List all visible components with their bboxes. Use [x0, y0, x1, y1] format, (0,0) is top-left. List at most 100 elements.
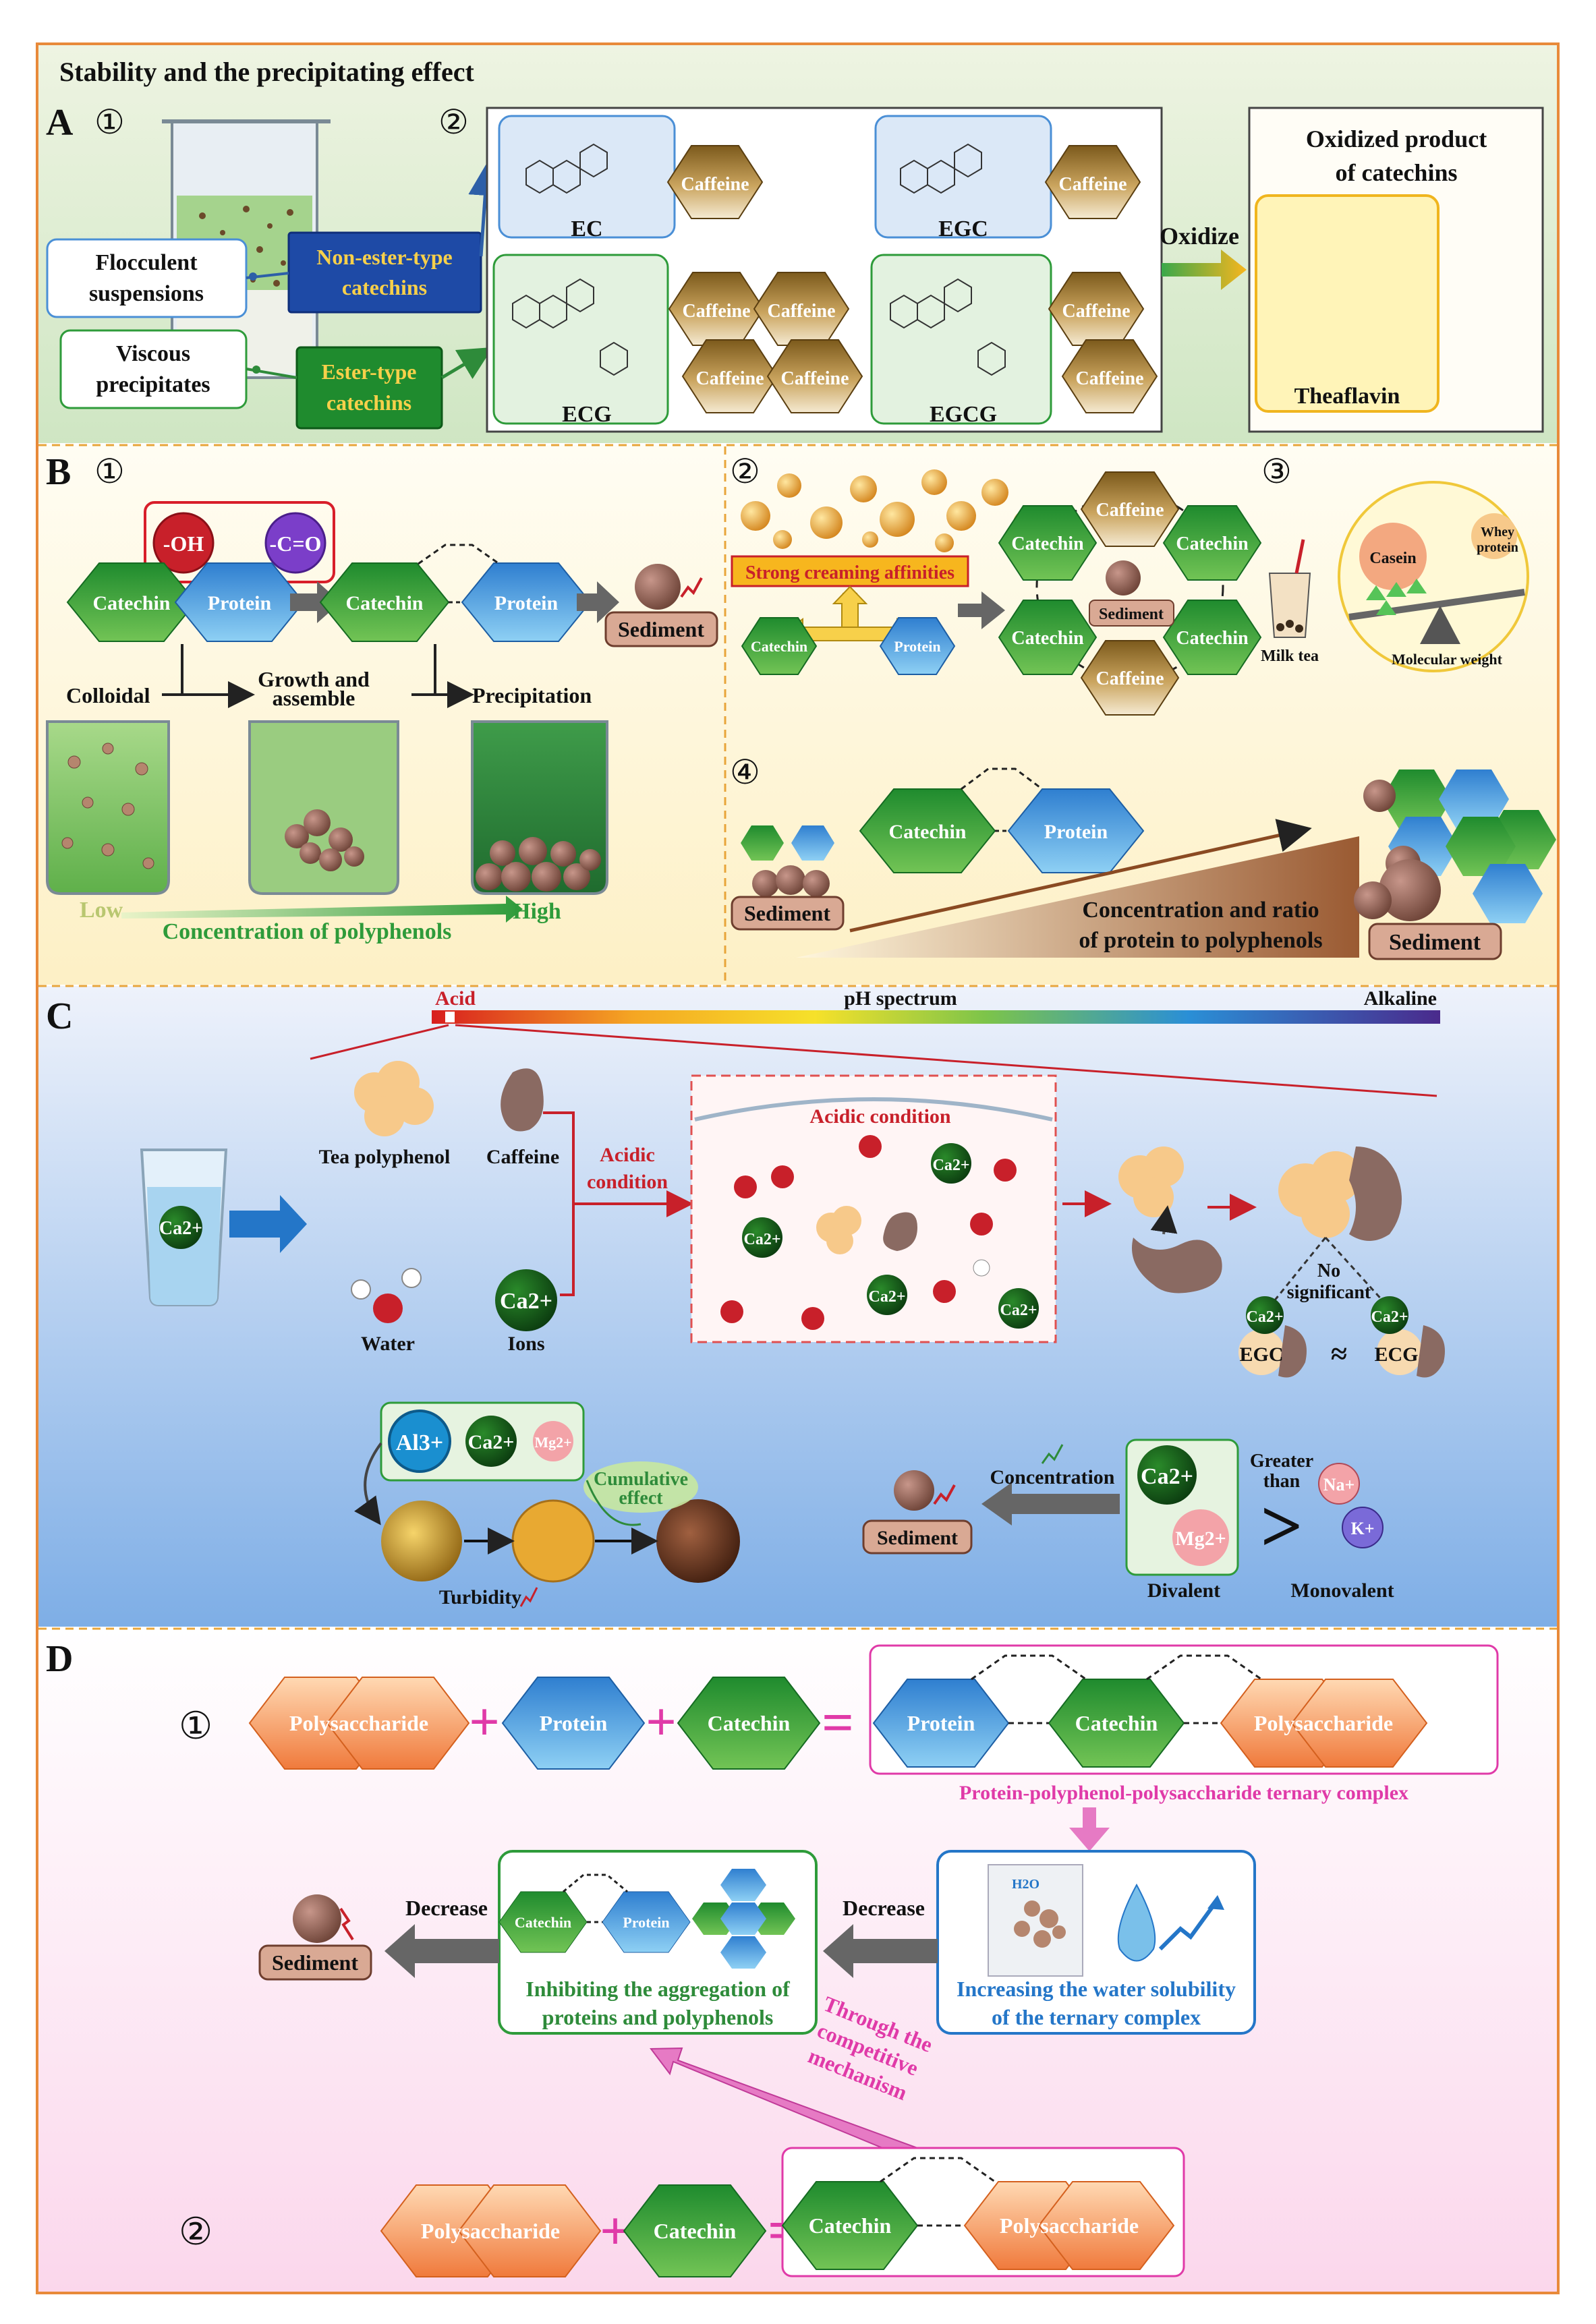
- precipitation-label: Precipitation: [472, 683, 592, 707]
- viscous-label-line1: Viscous: [116, 341, 190, 366]
- aluminum-ion-ball: [388, 1410, 451, 1473]
- ecg-label: ECG: [1374, 1343, 1418, 1366]
- protein-hex-label: Protein: [1044, 821, 1108, 843]
- ratio-label-line2: of protein to polyphenols: [1079, 928, 1322, 953]
- divalent-label: Divalent: [1147, 1579, 1220, 1602]
- beaker-high: [471, 720, 608, 895]
- casein-label: Casein: [1369, 550, 1416, 567]
- non-ester-label-line2: catechins: [342, 275, 427, 299]
- sediment-label: Sediment: [272, 1950, 358, 1975]
- calcium-ion-label: Ca2+: [743, 1231, 780, 1248]
- turbidity-stage-1: [381, 1501, 462, 1581]
- alkaline-label: Alkaline: [1364, 987, 1437, 1010]
- calcium-ion-label: Ca2+: [1371, 1308, 1408, 1326]
- catechin-hex-label: Catechin: [654, 2219, 737, 2243]
- catechin-hex-label: Catechin: [751, 638, 807, 655]
- sediment-ball: [293, 1894, 341, 1943]
- acidic-label-line2: condition: [587, 1171, 668, 1193]
- sediment-label: Sediment: [877, 1527, 958, 1549]
- approx-symbol: ≈: [1331, 1337, 1347, 1370]
- increase-trend-icon: [519, 1587, 538, 1607]
- creaming-affinities-label: Strong creaming affinities: [745, 562, 954, 583]
- ph-spectrum-label: pH spectrum: [844, 987, 957, 1010]
- polysaccharide-hex-label: Polysaccharide: [1254, 1711, 1393, 1735]
- catechin-hex-label: Catechin: [889, 821, 967, 843]
- milk-tea-cup: [1268, 539, 1311, 638]
- caffeine-hex-label: Caffeine: [682, 301, 750, 322]
- caffeine-hex-label: Caffeine: [1075, 368, 1143, 389]
- complex-formation: [1118, 1146, 1402, 1294]
- ternary-complex: Protein Catechin Polysaccharide: [872, 1654, 1428, 1768]
- potassium-ion-label: K+: [1350, 1519, 1374, 1538]
- pink-down-arrow: [1069, 1807, 1110, 1851]
- catechin-hex-label: Catechin: [809, 2213, 892, 2238]
- solubility-line1: Increasing the water solubility: [957, 1977, 1236, 2001]
- seesaw-illustration: [1348, 513, 1525, 644]
- low-label: Low: [80, 898, 123, 923]
- ratio-wedge: [796, 836, 1359, 958]
- calcium-ion-label: Ca2+: [1000, 1302, 1037, 1319]
- flocculent-label-line2: suspensions: [89, 281, 204, 306]
- carbonyl-group-label: -C=O: [270, 531, 322, 556]
- water-formula-label: H2O: [1012, 1877, 1039, 1892]
- decrease-trend-icon: [339, 1907, 354, 1941]
- ions-label: Ions: [507, 1333, 544, 1355]
- calcium-ion-ball: [495, 1269, 557, 1331]
- competitive-arrow: [650, 2047, 919, 2161]
- polysaccharide-hex-label: Polysaccharide: [1000, 2213, 1139, 2238]
- cumulative-line1: Cumulative: [594, 1469, 688, 1490]
- beaker-low: [46, 720, 170, 895]
- whey-label-line1: Whey: [1481, 525, 1514, 540]
- conc-polyphenols-label: Concentration of polyphenols: [163, 919, 452, 944]
- protein-hex-label: Protein: [623, 1914, 669, 1931]
- acid-label: Acid: [435, 987, 476, 1010]
- whey-label-line2: protein: [1477, 540, 1518, 555]
- blue-arrow: [229, 1195, 307, 1253]
- catechin-protein-pair-3: Catechin Protein: [859, 767, 1145, 873]
- caffeine-hex-label: Caffeine: [767, 301, 835, 322]
- panel-b-step-3: ③: [1261, 453, 1292, 490]
- magnesium-ion-ball: [533, 1421, 573, 1461]
- sediment-ball: [635, 564, 681, 610]
- caffeine-hex-label: Caffeine: [1095, 668, 1164, 689]
- caffeine-hex-label: Caffeine: [1095, 500, 1164, 521]
- aluminum-ion-label: Al3+: [396, 1430, 443, 1455]
- calcium-ion-label: Ca2+: [1246, 1308, 1283, 1326]
- viscous-label-line2: precipitates: [96, 372, 210, 397]
- catechin-hex-label: Catechin: [1011, 533, 1084, 554]
- sediment-label: Sediment: [618, 617, 704, 641]
- protein-hex-label: Protein: [494, 592, 559, 614]
- catechin-caffeine-ring: Caffeine Caffeine Catechin Catechin Cate…: [998, 471, 1262, 716]
- acidic-condition-label: Acidic condition: [809, 1105, 950, 1128]
- beaker-medium: [248, 720, 399, 895]
- water-molecule-icon: [351, 1268, 422, 1323]
- egc-label: EGC: [938, 216, 988, 241]
- turbidity-label: Turbidity: [439, 1586, 521, 1608]
- arrow-gray: [577, 581, 619, 623]
- sediment-label: Sediment: [1389, 930, 1481, 955]
- high-label: High: [513, 899, 561, 924]
- catechin-protein-pair-1: Catechin Protein: [66, 562, 305, 642]
- ester-label-line1: Ester-type: [322, 359, 417, 384]
- greater-than-symbol: >: [1261, 1485, 1303, 1567]
- panel-b-step-2: ②: [730, 453, 760, 490]
- panel-b-step-4: ④: [730, 753, 760, 791]
- gray-arrow-left: [981, 1482, 1120, 1526]
- calcium-ion-label: Ca2+: [1141, 1464, 1193, 1489]
- milk-tea-label: Milk tea: [1261, 647, 1319, 665]
- panel-d-step-1: ①: [179, 1706, 212, 1747]
- water-glass: [140, 1149, 228, 1306]
- potassium-ion-ball: [1342, 1507, 1384, 1548]
- decrease-label: Decrease: [405, 1896, 488, 1920]
- concentration-arrow: [121, 896, 523, 923]
- protein-hex-label: Protein: [208, 592, 272, 614]
- egc-label: EGC: [1239, 1343, 1283, 1366]
- solubility-line2: of the ternary complex: [992, 2005, 1201, 2029]
- arrow-gray: [290, 581, 341, 623]
- magnesium-ion-ball: [1172, 1509, 1229, 1566]
- sodium-ion-ball: [1318, 1463, 1360, 1505]
- calcium-ion-label: Ca2+: [468, 1431, 515, 1453]
- cumulative-line2: effect: [619, 1488, 663, 1509]
- panel-d-step-2: ②: [179, 2211, 212, 2253]
- theaflavin-label: Theaflavin: [1294, 384, 1400, 409]
